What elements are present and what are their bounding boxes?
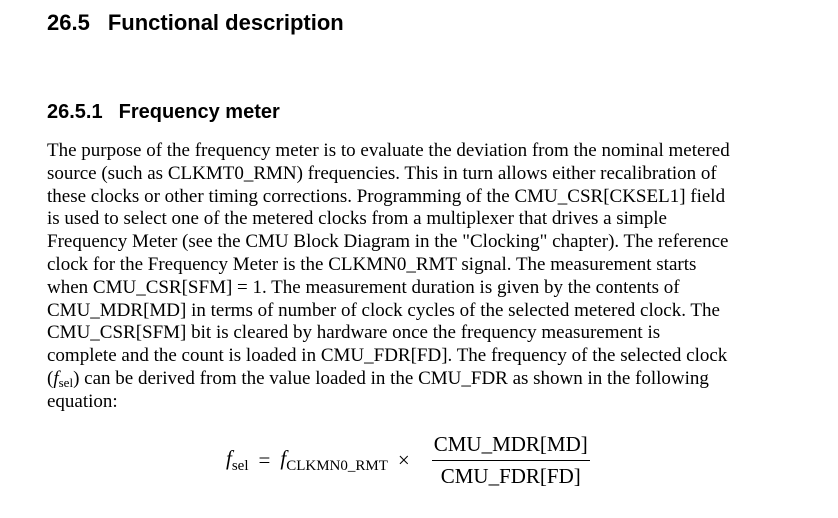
paragraph-line: Frequency Meter (see the CMU Block Diagr… [47, 231, 729, 253]
fraction: CMU_MDR[MD] CMU_FDR[FD] [431, 432, 590, 489]
paragraph-line: equation: [47, 390, 118, 412]
paragraph-line: CMU_CSR[SFM] bit is cleared by hardware … [47, 322, 661, 344]
body-paragraph: The purpose of the frequency meter is to… [47, 140, 730, 414]
paragraph-line: is used to select one of the metered clo… [47, 208, 667, 230]
paragraph-line: (fsel) can be derived from the value loa… [47, 367, 709, 390]
paragraph-line: these clocks or other timing corrections… [47, 185, 726, 207]
paragraph-line: The purpose of the frequency meter is to… [47, 140, 730, 161]
denominator: CMU_FDR[FD] [440, 464, 581, 488]
paragraph-line: clock for the Frequency Meter is the CLK… [47, 253, 697, 275]
paragraph-line: CMU_MDR[MD] in terms of number of clock … [47, 299, 720, 321]
paragraph-line: complete and the count is loaded in CMU_… [47, 345, 728, 367]
frequency-equation: fsel = fCLKMN0_RMT × CMU_MDR[MD] CMU_FDR… [226, 432, 590, 489]
numerator: CMU_MDR[MD] [431, 432, 590, 461]
paragraph-line: when CMU_CSR[SFM] = 1. The measurement d… [47, 276, 680, 298]
paragraph-line: source (such as CLKMT0_RMN) frequencies.… [47, 162, 717, 184]
